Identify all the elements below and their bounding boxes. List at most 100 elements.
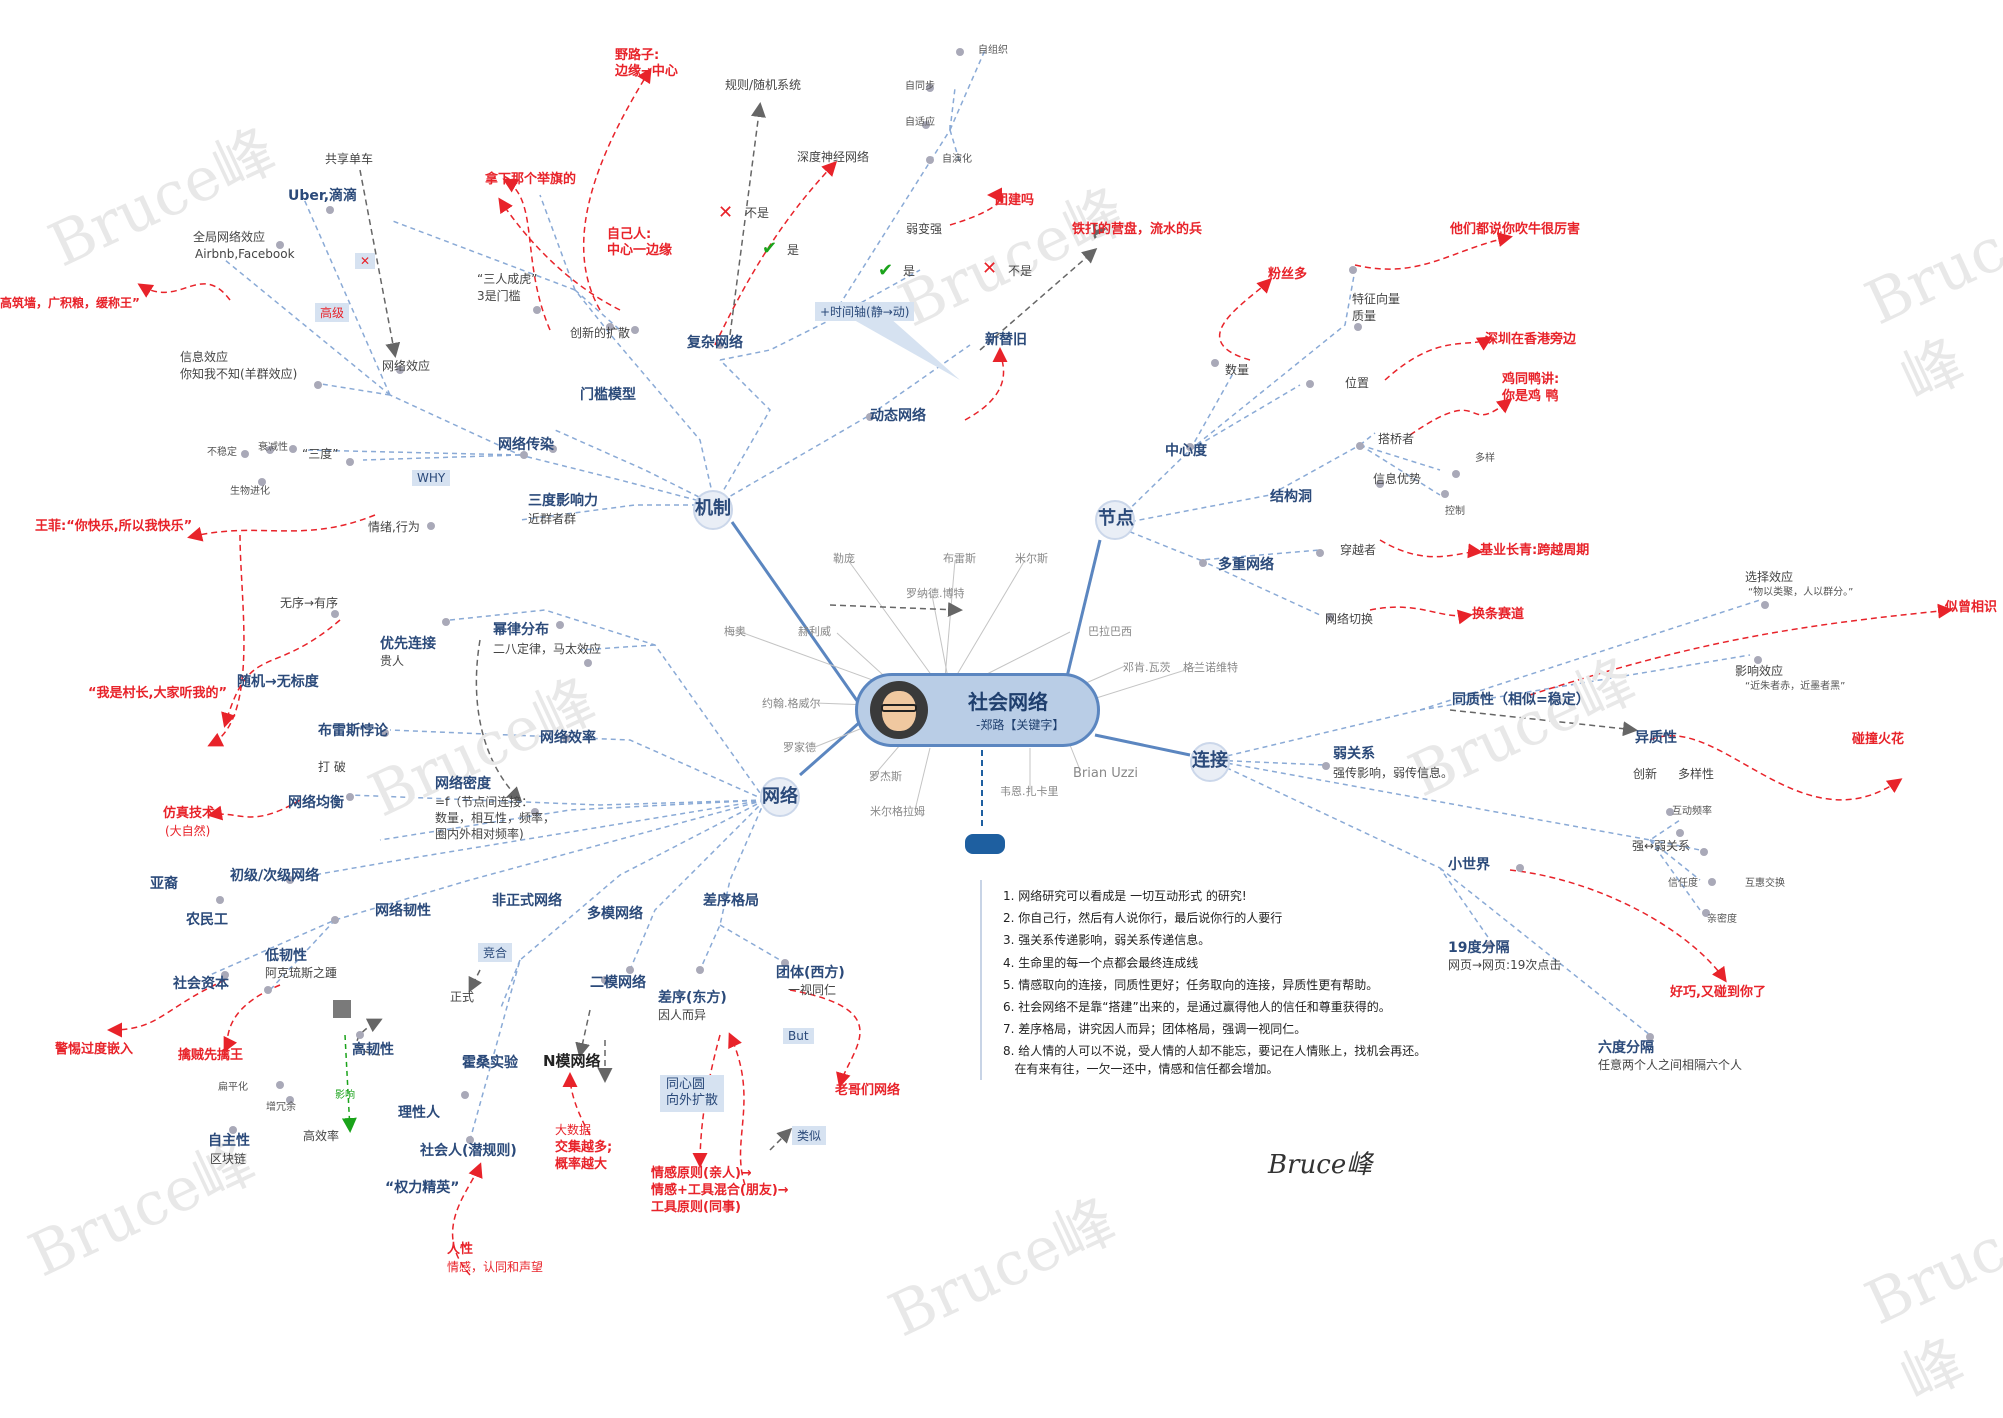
why-tag: WHY: [412, 470, 451, 486]
hub-network[interactable]: 网络: [762, 786, 798, 807]
weak-to-strong: 弱变强: [906, 222, 943, 236]
social-capital: 社会资本: [173, 976, 229, 992]
global-network-effect: 全局网络效应: [193, 230, 266, 244]
three-threshold: 3是门槛: [477, 289, 521, 303]
power-elite: “权力精英”: [385, 1180, 460, 1196]
self-sync: 自同步: [905, 81, 935, 92]
network-density[interactable]: 网络密度: [435, 776, 491, 792]
three-degree-influence[interactable]: 三度影响力: [528, 493, 598, 509]
hub-circle-connection: [1190, 742, 1230, 782]
name-label: 米尔斯: [1015, 552, 1048, 565]
intersection-more: 交集越多;: [555, 1140, 613, 1155]
autonomy: 自主性: [208, 1133, 250, 1149]
chicken-quote: 你是鸡 鸭: [1502, 389, 1559, 404]
hawthorne-experiment: 霍桑实验: [462, 1055, 518, 1071]
lucky-quote: 好巧,又碰到你了: [1670, 985, 1766, 1000]
power-law[interactable]: 幂律分布: [493, 622, 549, 638]
pareto-matthew: 二八定律，马太效应: [493, 642, 602, 656]
weak-strong-effect: 强传影响，弱传信息。: [1333, 766, 1454, 780]
human-nature: 人性: [447, 1242, 474, 1257]
density-formula-1: =f（节点间连接：: [435, 795, 534, 809]
differential-pattern[interactable]: 差序格局: [703, 893, 759, 909]
complex-network[interactable]: 复杂网络: [687, 335, 743, 351]
not-label: 不是: [745, 206, 770, 220]
nature-label: (大自然): [165, 824, 211, 838]
but-tag: But: [783, 1028, 814, 1044]
name-label: 赫利威: [798, 625, 831, 638]
notes-list: 1. 网络研究可以看成是 一切互动形式 的研究! 2. 你自己行，然后有人说你行…: [1003, 885, 1426, 1075]
deep-neural-network: 深度神经网络: [797, 150, 870, 164]
near-crowd: 近群者群: [528, 512, 577, 526]
social-man: 社会人(潜规则): [420, 1143, 517, 1159]
informal-network[interactable]: 非正式网络: [492, 893, 562, 909]
near-red-quote: “近朱者赤，近墨者黑”: [1745, 681, 1846, 692]
case-by-case: 因人而异: [658, 1008, 707, 1022]
weak-relation[interactable]: 弱关系: [1333, 746, 1375, 762]
hub-mechanism[interactable]: 机制: [695, 498, 731, 519]
name-label: 罗纳德.博特: [906, 587, 965, 600]
shared-bike: 共享单车: [325, 152, 374, 166]
intimacy: 亲密度: [1707, 914, 1737, 925]
brag-quote: 他们都说你吹牛很厉害: [1450, 222, 1581, 237]
bio-evolution: 生物进化: [230, 486, 270, 497]
name-label: 韦恩.扎卡里: [1000, 785, 1059, 798]
hub-circle-mechanism: [693, 490, 733, 530]
note-item: 2. 你自己行，然后有人说你行，最后说你行的人要行: [1003, 911, 1283, 926]
centrality[interactable]: 中心度: [1165, 443, 1207, 459]
deja-vu: 似曾相识: [1945, 600, 1998, 615]
name-label: 邓肯.瓦茨: [1123, 661, 1171, 674]
eigenvector: 特征向量: [1352, 292, 1401, 306]
chaos-to-order: 无序→有序: [280, 596, 339, 610]
center-node[interactable]: 社会网络 -郑路【关键字】: [855, 673, 1100, 747]
note-item: 8. 给人情的人可以不说，受人情的人却不能忘，要记在人情账上，找机会再还。: [1003, 1044, 1427, 1059]
edge-to-center: 边缘→中心: [615, 64, 678, 79]
village-quote: “我是村长,大家听我的”: [88, 686, 228, 701]
formal-label: 正式: [450, 990, 475, 1004]
bridge-builder: 搭桥者: [1378, 432, 1415, 446]
hub-node[interactable]: 节点: [1098, 508, 1134, 529]
threshold-model[interactable]: 门槛模型: [580, 387, 636, 403]
name-label: 梅奥: [724, 625, 746, 638]
selection-effect: 选择效应: [1745, 570, 1794, 584]
warning-embed: 警惕过度嵌入: [55, 1042, 134, 1057]
migrant-worker: 农民工: [186, 912, 228, 928]
old-buddy-network: 老哥们网络: [835, 1083, 901, 1098]
position: 位置: [1345, 376, 1370, 390]
note-item: 3. 强关系传递影响，弱关系传递信息。: [1003, 933, 1211, 948]
rule-random-system: 规则/随机系统: [725, 78, 802, 92]
flattening: 扁平化: [218, 1082, 248, 1093]
self-adapt: 自适应: [905, 117, 935, 128]
name-label: 罗杰斯: [869, 770, 902, 783]
spark: 碰撞火花: [1852, 732, 1905, 747]
three-tigers: “三人成虎”: [477, 272, 538, 286]
diversity: 多样: [1475, 453, 1495, 464]
multiplex-network[interactable]: 多重网络: [1218, 557, 1274, 573]
hub-circle-node: [1095, 500, 1135, 540]
multimodal-network[interactable]: 多模网络: [587, 906, 643, 922]
homophily[interactable]: 同质性（相似=稳定）: [1452, 692, 1590, 708]
network-contagion[interactable]: 网络传染: [498, 437, 554, 453]
network-efficiency[interactable]: 网络效率: [540, 730, 596, 746]
yes-label: 是: [903, 264, 916, 278]
self-organize: 自组织: [978, 45, 1008, 56]
structural-hole[interactable]: 结构洞: [1270, 489, 1312, 505]
self-evolve: 自演化: [942, 154, 972, 165]
cross-icon: ✕: [718, 202, 734, 223]
influence-effect: 影响效应: [1735, 664, 1784, 678]
info-effect: 信息效应: [180, 350, 229, 364]
rational-man: 理性人: [398, 1105, 440, 1121]
achilles-heel: 阿克琉斯之踵: [265, 966, 338, 980]
small-world[interactable]: 小世界: [1448, 857, 1490, 873]
note-item: 1. 网络研究可以看成是 一切互动形式 的研究!: [1003, 889, 1247, 903]
hub-connection[interactable]: 连接: [1192, 750, 1228, 771]
simulation-tech: 仿真技术: [163, 806, 216, 821]
heterogeneity[interactable]: 异质性: [1635, 730, 1677, 746]
blockchain: 区块链: [210, 1152, 247, 1166]
name-label: 勒庞: [833, 552, 855, 565]
dynamic-network[interactable]: 动态网络: [870, 408, 926, 424]
decay: 衰减性: [258, 442, 288, 453]
nineteen-degrees: 19度分隔: [1448, 940, 1510, 956]
network-resilience[interactable]: 网络韧性: [375, 903, 431, 919]
note-item: 4. 生命里的每一个点都会最终连成线: [1003, 955, 1199, 970]
avatar: [870, 681, 928, 739]
